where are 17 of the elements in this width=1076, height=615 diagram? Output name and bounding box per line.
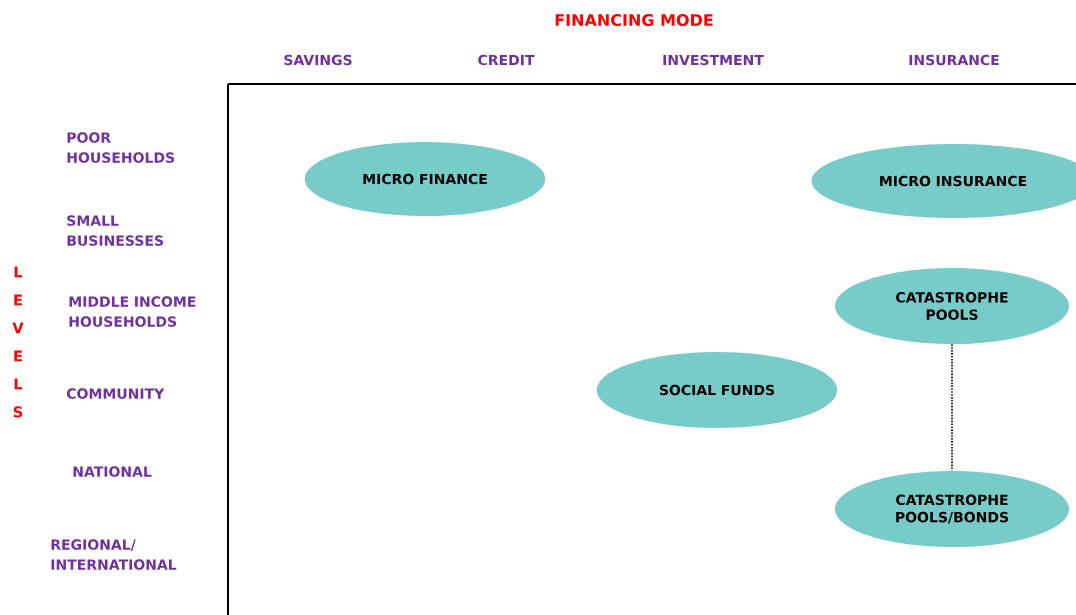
row-label: COMMUNITY bbox=[66, 388, 165, 399]
axis-title: FINANCING MODE bbox=[555, 13, 713, 27]
connector-line bbox=[951, 343, 953, 472]
row-label: SMALL BUSINESSES bbox=[67, 215, 164, 246]
column-header: INVESTMENT bbox=[663, 54, 764, 66]
row-label: REGIONAL/ INTERNATIONAL bbox=[51, 539, 177, 570]
row-label: NATIONAL bbox=[73, 466, 152, 477]
ellipse-node: CATASTROPHE POOLS/BONDS bbox=[835, 471, 1069, 547]
column-header: INSURANCE bbox=[909, 54, 999, 66]
ellipse-node: CATASTROPHE POOLS bbox=[835, 268, 1069, 344]
row-label: POOR HOUSEHOLDS bbox=[67, 132, 175, 163]
column-header: CREDIT bbox=[478, 54, 535, 66]
vertical-axis-title: LEVELS bbox=[12, 266, 24, 418]
row-label: MIDDLE INCOME HOUSEHOLDS bbox=[69, 296, 196, 327]
ellipse-node: SOCIAL FUNDS bbox=[596, 352, 838, 428]
column-header: SAVINGS bbox=[284, 54, 352, 66]
ellipse-node: MICRO FINANCE bbox=[304, 142, 546, 216]
